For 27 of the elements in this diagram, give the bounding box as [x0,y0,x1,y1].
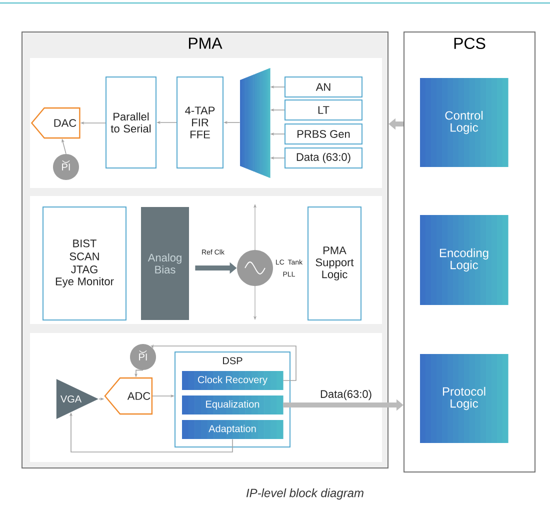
bias-block: Analog Bias [141,207,189,320]
block-box: PMA Support Logic [308,206,362,320]
block-box: PRBS Gen [284,124,362,144]
block-box: Parallel to Serial [106,76,156,168]
node-label: Control Logic [445,110,483,134]
converter-pentagon: ADC [104,377,153,415]
node-label: Encoding Logic [440,248,488,272]
logic-box: Encoding Logic [420,215,508,305]
block-box: BIST SCAN JTAG Eye Monitor [42,206,126,320]
amplifier-triangle: VGA [56,379,98,419]
block-box: 4-TAP FIR FFE [176,76,224,168]
block-box: Data (63:0) [284,148,362,168]
logic-box: Clock Recovery [182,371,284,390]
logic-box: Equalization [182,396,284,414]
node-label: Adaptation [208,424,256,434]
pll-circle [237,250,273,286]
node-label: Equalization [206,400,260,410]
block-box: AN [284,76,362,98]
logic-box: Control Logic [420,78,508,167]
node-label: Protocol Logic [442,386,486,410]
logic-box: Adaptation [182,420,284,439]
block-box: LT [284,100,362,120]
node-label: Clock Recovery [198,376,268,386]
logic-box: Protocol Logic [420,354,508,443]
caption: IP-level block diagram [246,488,364,500]
edge-label: Data(63:0) [319,388,373,402]
mux-trapezoid [240,68,270,178]
